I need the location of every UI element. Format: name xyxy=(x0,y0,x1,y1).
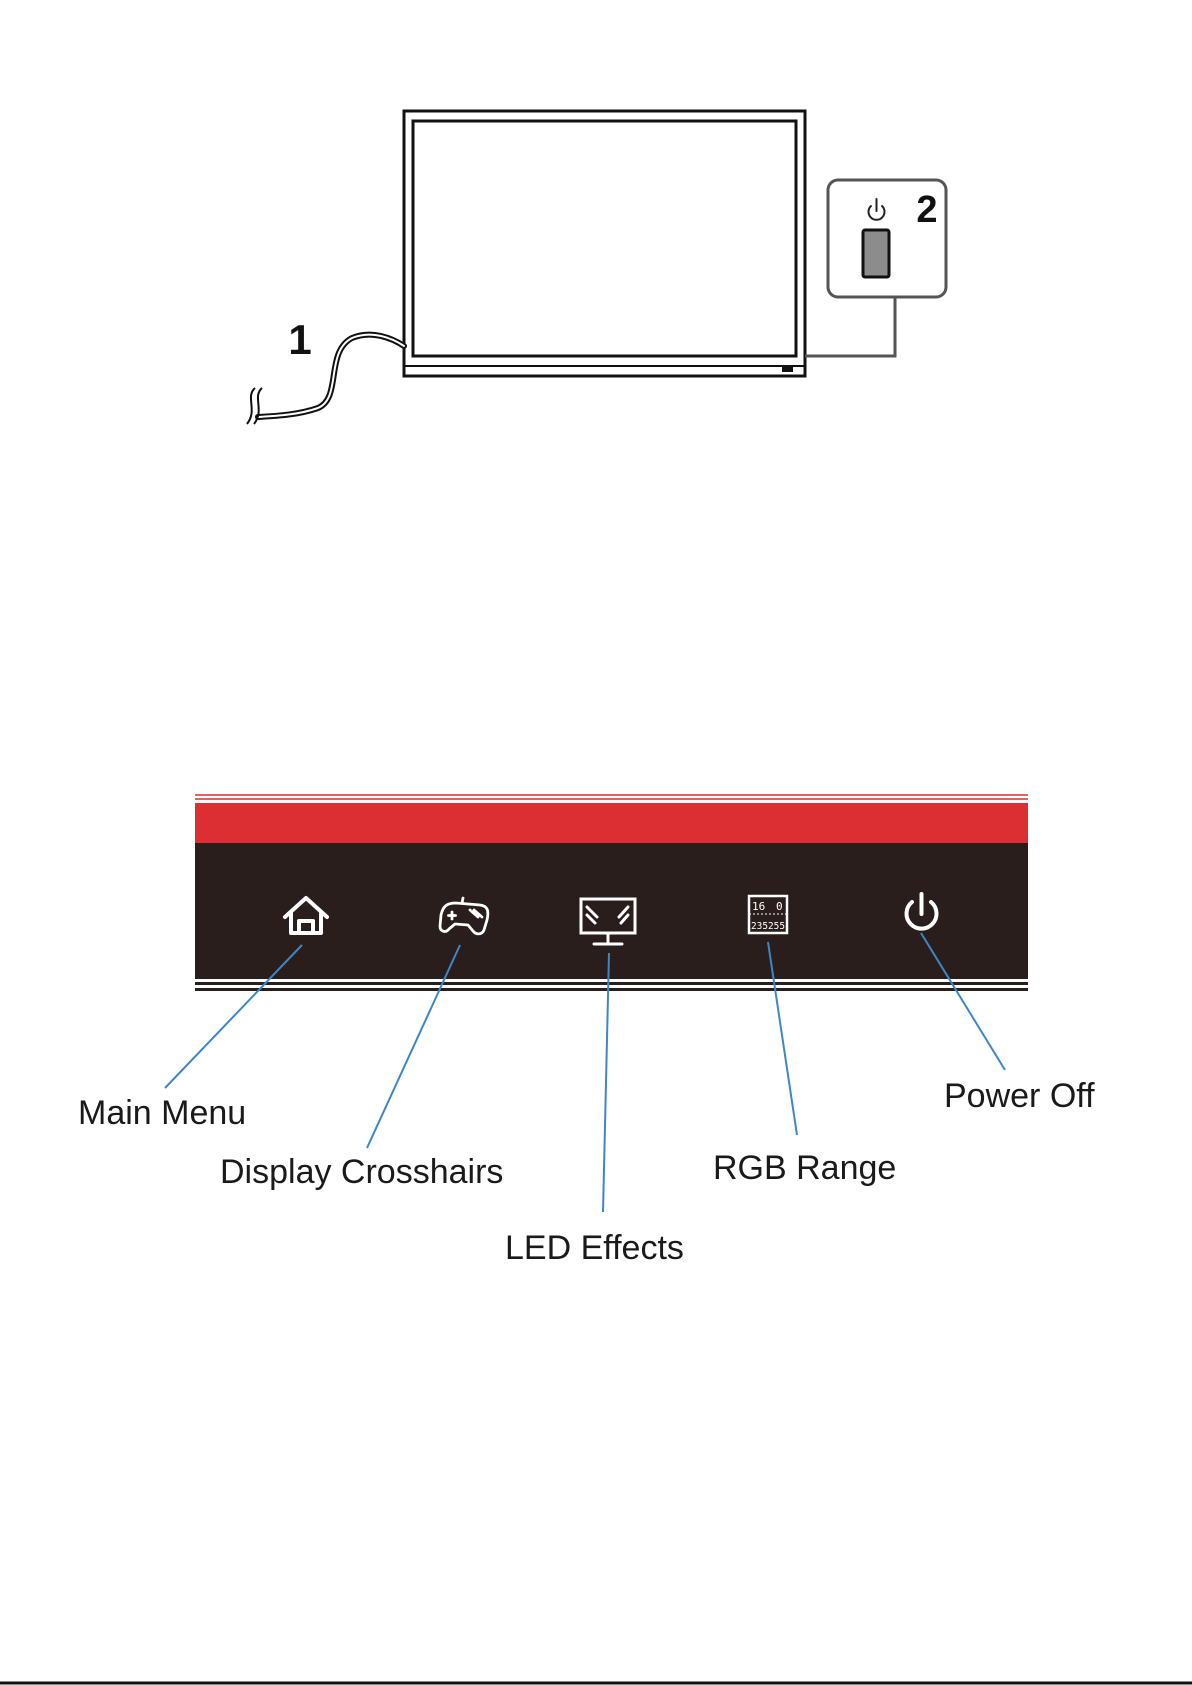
power-icon xyxy=(869,199,885,220)
monitor-frame xyxy=(404,111,805,376)
callout-labels: Main Menu Display Crosshairs LED Effects… xyxy=(78,1077,1095,1267)
power-button-callout-number: 2 xyxy=(916,189,937,231)
rgb-icon-top-left: 16 xyxy=(752,900,765,913)
label-main-menu: Main Menu xyxy=(78,1094,246,1132)
cable-break-mark xyxy=(247,388,255,424)
rgb-icon-top-right: 0 xyxy=(776,900,783,913)
osd-control-bar: 16 0 235255 xyxy=(195,795,1028,991)
label-display-crosshairs: Display Crosshairs xyxy=(220,1153,503,1191)
leader-led-effects xyxy=(603,953,609,1212)
monitor-figure: 1 2 xyxy=(247,111,946,424)
osd-red-band xyxy=(195,803,1028,843)
monitor-screen xyxy=(413,121,796,356)
label-led-effects: LED Effects xyxy=(505,1229,684,1267)
power-button xyxy=(863,230,889,277)
power-cable xyxy=(258,335,404,417)
label-rgb-range: RGB Range xyxy=(713,1149,896,1187)
power-led xyxy=(782,367,793,372)
cable-callout-number: 1 xyxy=(288,316,311,363)
rgb-icon-bottom: 235255 xyxy=(751,921,785,932)
label-power-off: Power Off xyxy=(944,1077,1095,1115)
zoom-connector xyxy=(805,297,895,356)
